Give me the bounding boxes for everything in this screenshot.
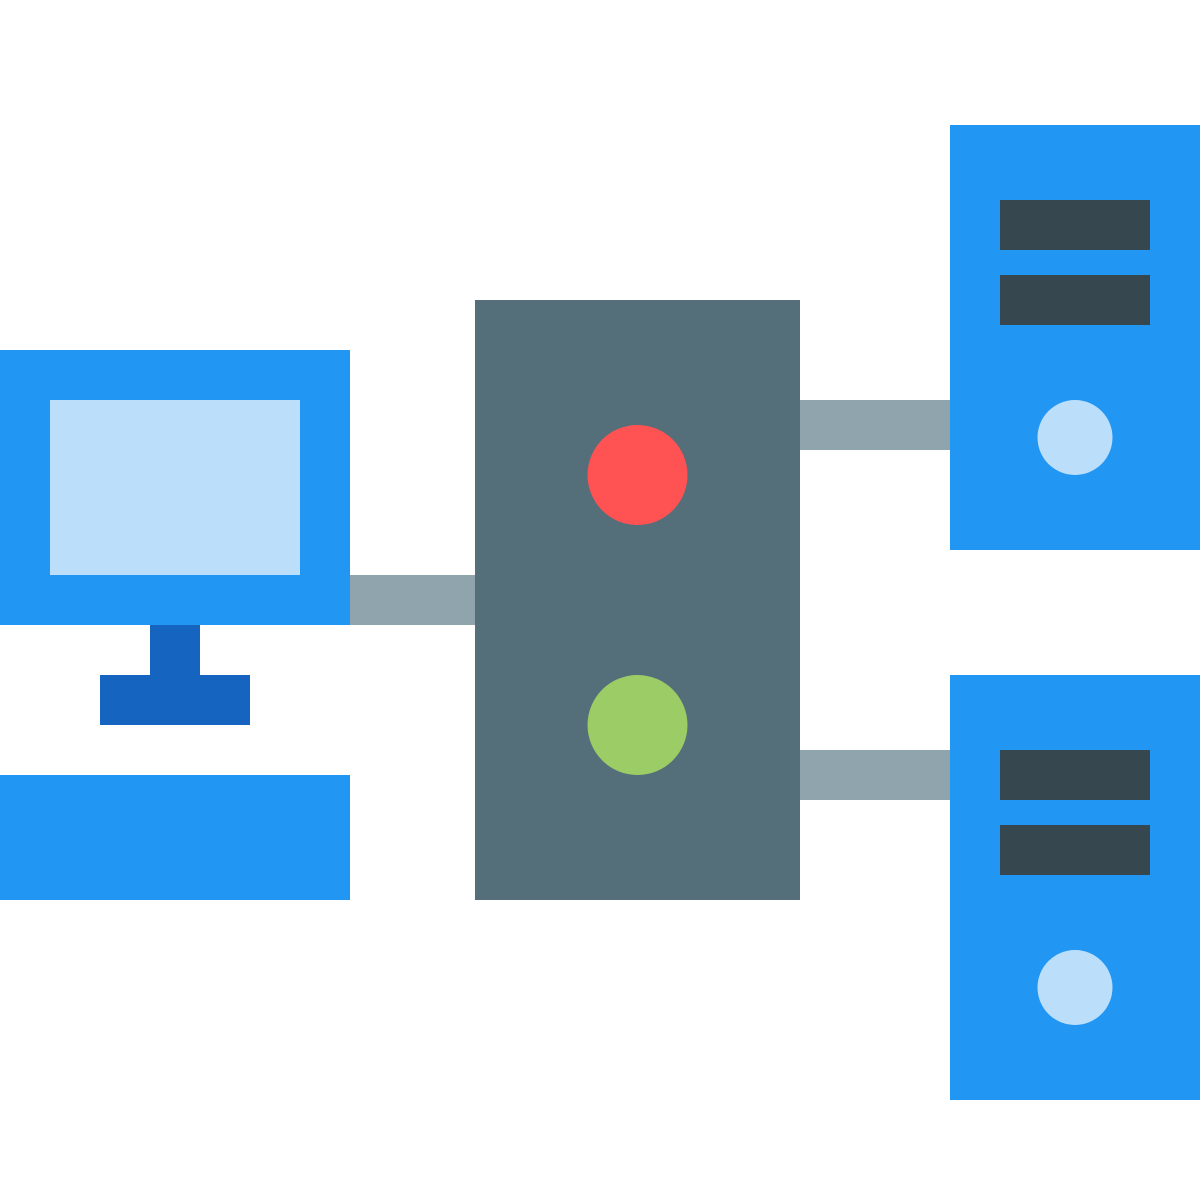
desktop-computer-icon bbox=[0, 350, 350, 900]
monitor-stand-base bbox=[100, 675, 250, 725]
server-tower-icon bbox=[950, 675, 1200, 1100]
status-light-green bbox=[587, 675, 688, 775]
server-top-body bbox=[950, 125, 1200, 550]
server-top-drive-bay-1 bbox=[1000, 200, 1150, 250]
cable-switch-to-server-top bbox=[800, 400, 950, 450]
server-tower-icon bbox=[950, 125, 1200, 550]
server-bottom-power-button bbox=[1037, 950, 1113, 1025]
monitor-stand-neck bbox=[150, 625, 200, 675]
network-switch-icon bbox=[475, 300, 800, 900]
cable-switch-to-server-bottom bbox=[800, 750, 950, 800]
keyboard bbox=[0, 775, 350, 900]
server-top-drive-bay-2 bbox=[1000, 275, 1150, 325]
status-light-red bbox=[587, 425, 688, 525]
monitor-screen bbox=[50, 400, 300, 575]
switch-body bbox=[475, 300, 800, 900]
server-bottom-drive-bay-1 bbox=[1000, 750, 1150, 800]
cable-workstation-to-switch bbox=[350, 575, 475, 625]
server-bottom-drive-bay-2 bbox=[1000, 825, 1150, 875]
server-bottom-body bbox=[950, 675, 1200, 1100]
server-top-power-button bbox=[1037, 400, 1113, 475]
